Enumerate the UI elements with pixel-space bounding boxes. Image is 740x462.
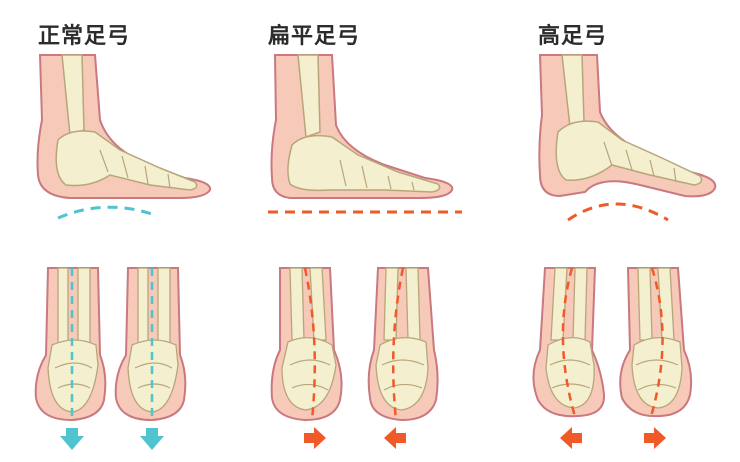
- high-arch-curve: [567, 202, 669, 222]
- flat-foot-side-view: [270, 54, 454, 199]
- flat-alignment-line-right: [391, 267, 405, 421]
- high-arrow-right: [644, 427, 666, 449]
- flat-arrow-left: [384, 427, 406, 449]
- high-alignment-line-right: [648, 267, 664, 421]
- normal-foot-side-view: [36, 54, 212, 199]
- high-foot-rear-left: [532, 267, 606, 418]
- high-arrow-left: [560, 427, 582, 449]
- flat-arrow-right: [304, 427, 326, 449]
- high-foot-rear-right: [619, 267, 693, 418]
- normal-down-arrow-left: [60, 428, 84, 450]
- normal-foot-rear-left: [34, 267, 107, 422]
- flat-foot-rear-right: [367, 267, 439, 422]
- high-foot-side-view: [538, 54, 717, 198]
- title-flat-arch: 扁平足弓: [268, 24, 361, 49]
- flat-alignment-line-left: [303, 267, 317, 421]
- high-alignment-line-left: [561, 267, 578, 421]
- title-normal-arch: 正常足弓: [38, 24, 131, 49]
- title-high-arch: 高足弓: [538, 24, 608, 49]
- normal-arch-curve: [57, 205, 156, 220]
- normal-foot-rear-right: [114, 267, 187, 422]
- flat-foot-rear-left: [270, 267, 343, 422]
- normal-down-arrow-right: [140, 428, 164, 450]
